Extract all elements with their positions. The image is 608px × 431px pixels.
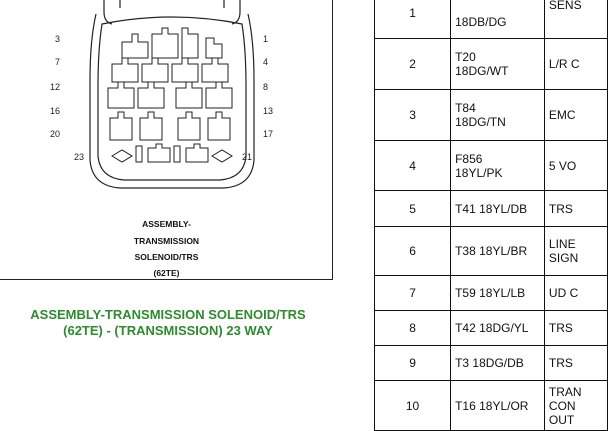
- pin-label-21: 21: [242, 152, 253, 162]
- cavity-cell: 9: [373, 345, 452, 381]
- wire-line: T84: [455, 101, 476, 115]
- pin-label-3: 3: [55, 34, 61, 44]
- wire-cell: T38 18YL/BR: [450, 226, 545, 276]
- wire-cell: T41 18YL/DB: [450, 190, 545, 227]
- function-cell: TRS: [543, 310, 608, 346]
- function-cell: SENS: [543, 0, 608, 39]
- table-row: 8 T42 18DG/YL TRS: [373, 310, 608, 346]
- wire-cell: T3 18DG/DB: [450, 345, 545, 381]
- connector-diagram: [89, 0, 255, 189]
- function-line: CON: [548, 398, 576, 413]
- wire-line: 18DG/WT: [455, 64, 509, 78]
- function-cell: TRS: [543, 190, 608, 227]
- connector-title-line-1: ASSEMBLY-TRANSMISSION SOLENOID/TRS: [30, 307, 306, 322]
- wire-cell: 18DB/DG: [450, 0, 545, 39]
- cavity-cell: 3: [373, 89, 452, 141]
- pin-label-13: 13: [263, 106, 274, 116]
- function-cell: UD C: [543, 275, 608, 311]
- function-line: SIGN: [548, 251, 579, 265]
- function-cell: L/R C: [543, 38, 608, 90]
- function-cell: TRS: [543, 345, 608, 381]
- wire-line: T20: [455, 50, 476, 64]
- wire-line: F856: [455, 151, 483, 166]
- function-line: TRAN: [548, 384, 582, 399]
- pin-label-16: 16: [50, 106, 61, 116]
- diagram-caption-line-3: SOLENOID/TRS: [134, 252, 199, 262]
- wire-cell: T42 18DG/YL: [450, 310, 545, 346]
- cavity-cell: 7: [373, 275, 452, 311]
- table-row: 1 18DB/DG SENS: [373, 0, 608, 39]
- cavity-cell: 6: [373, 226, 452, 276]
- cavity-cell: 8: [373, 310, 452, 346]
- pin-label-20: 20: [50, 129, 61, 139]
- cavity-cell: 2: [373, 38, 452, 90]
- pin-label-12: 12: [50, 82, 61, 92]
- wire-cell: T16 18YL/OR: [450, 380, 545, 431]
- cavity-grid: [107, 27, 233, 163]
- wire-line: 18DB/DG: [455, 14, 507, 29]
- wire-line: 18YL/PK: [455, 165, 503, 180]
- diagram-caption-line-1: ASSEMBLY-: [142, 219, 191, 229]
- connector-title: ASSEMBLY-TRANSMISSION SOLENOID/TRS (62TE…: [0, 307, 336, 339]
- table-row: 5 T41 18YL/DB TRS: [373, 190, 608, 227]
- connector-figure-frame: [0, 0, 333, 280]
- pin-label-17: 17: [263, 129, 274, 139]
- diagram-caption-line-2: TRANSMISSION: [133, 236, 200, 246]
- connector-housing: [89, 0, 255, 189]
- cavity-cell: 1: [373, 0, 452, 39]
- wire-cell: T59 18YL/LB: [450, 275, 545, 311]
- diagram-caption-line-4: (62TE): [153, 268, 180, 278]
- cavity-cell: 5: [373, 190, 452, 227]
- cavity-cell: 4: [373, 140, 452, 191]
- function-line: SENS: [548, 0, 582, 12]
- table-row: 7 T59 18YL/LB UD C: [373, 275, 608, 311]
- wire-line: 18DG/TN: [455, 115, 506, 129]
- pin-label-23: 23: [74, 152, 85, 162]
- cavity-cell: 10: [373, 380, 452, 431]
- pin-label-7: 7: [55, 57, 61, 67]
- pin-label-1: 1: [263, 34, 269, 44]
- function-line: LINE: [548, 237, 576, 251]
- table-row: 9 T3 18DG/DB TRS: [373, 345, 608, 381]
- function-cell: 5 VO: [543, 140, 608, 191]
- function-cell: EMC: [543, 89, 608, 141]
- pin-label-4: 4: [263, 57, 269, 67]
- connector-title-line-2: (62TE) - (TRANSMISSION) 23 WAY: [63, 323, 273, 338]
- pin-label-8: 8: [263, 82, 269, 92]
